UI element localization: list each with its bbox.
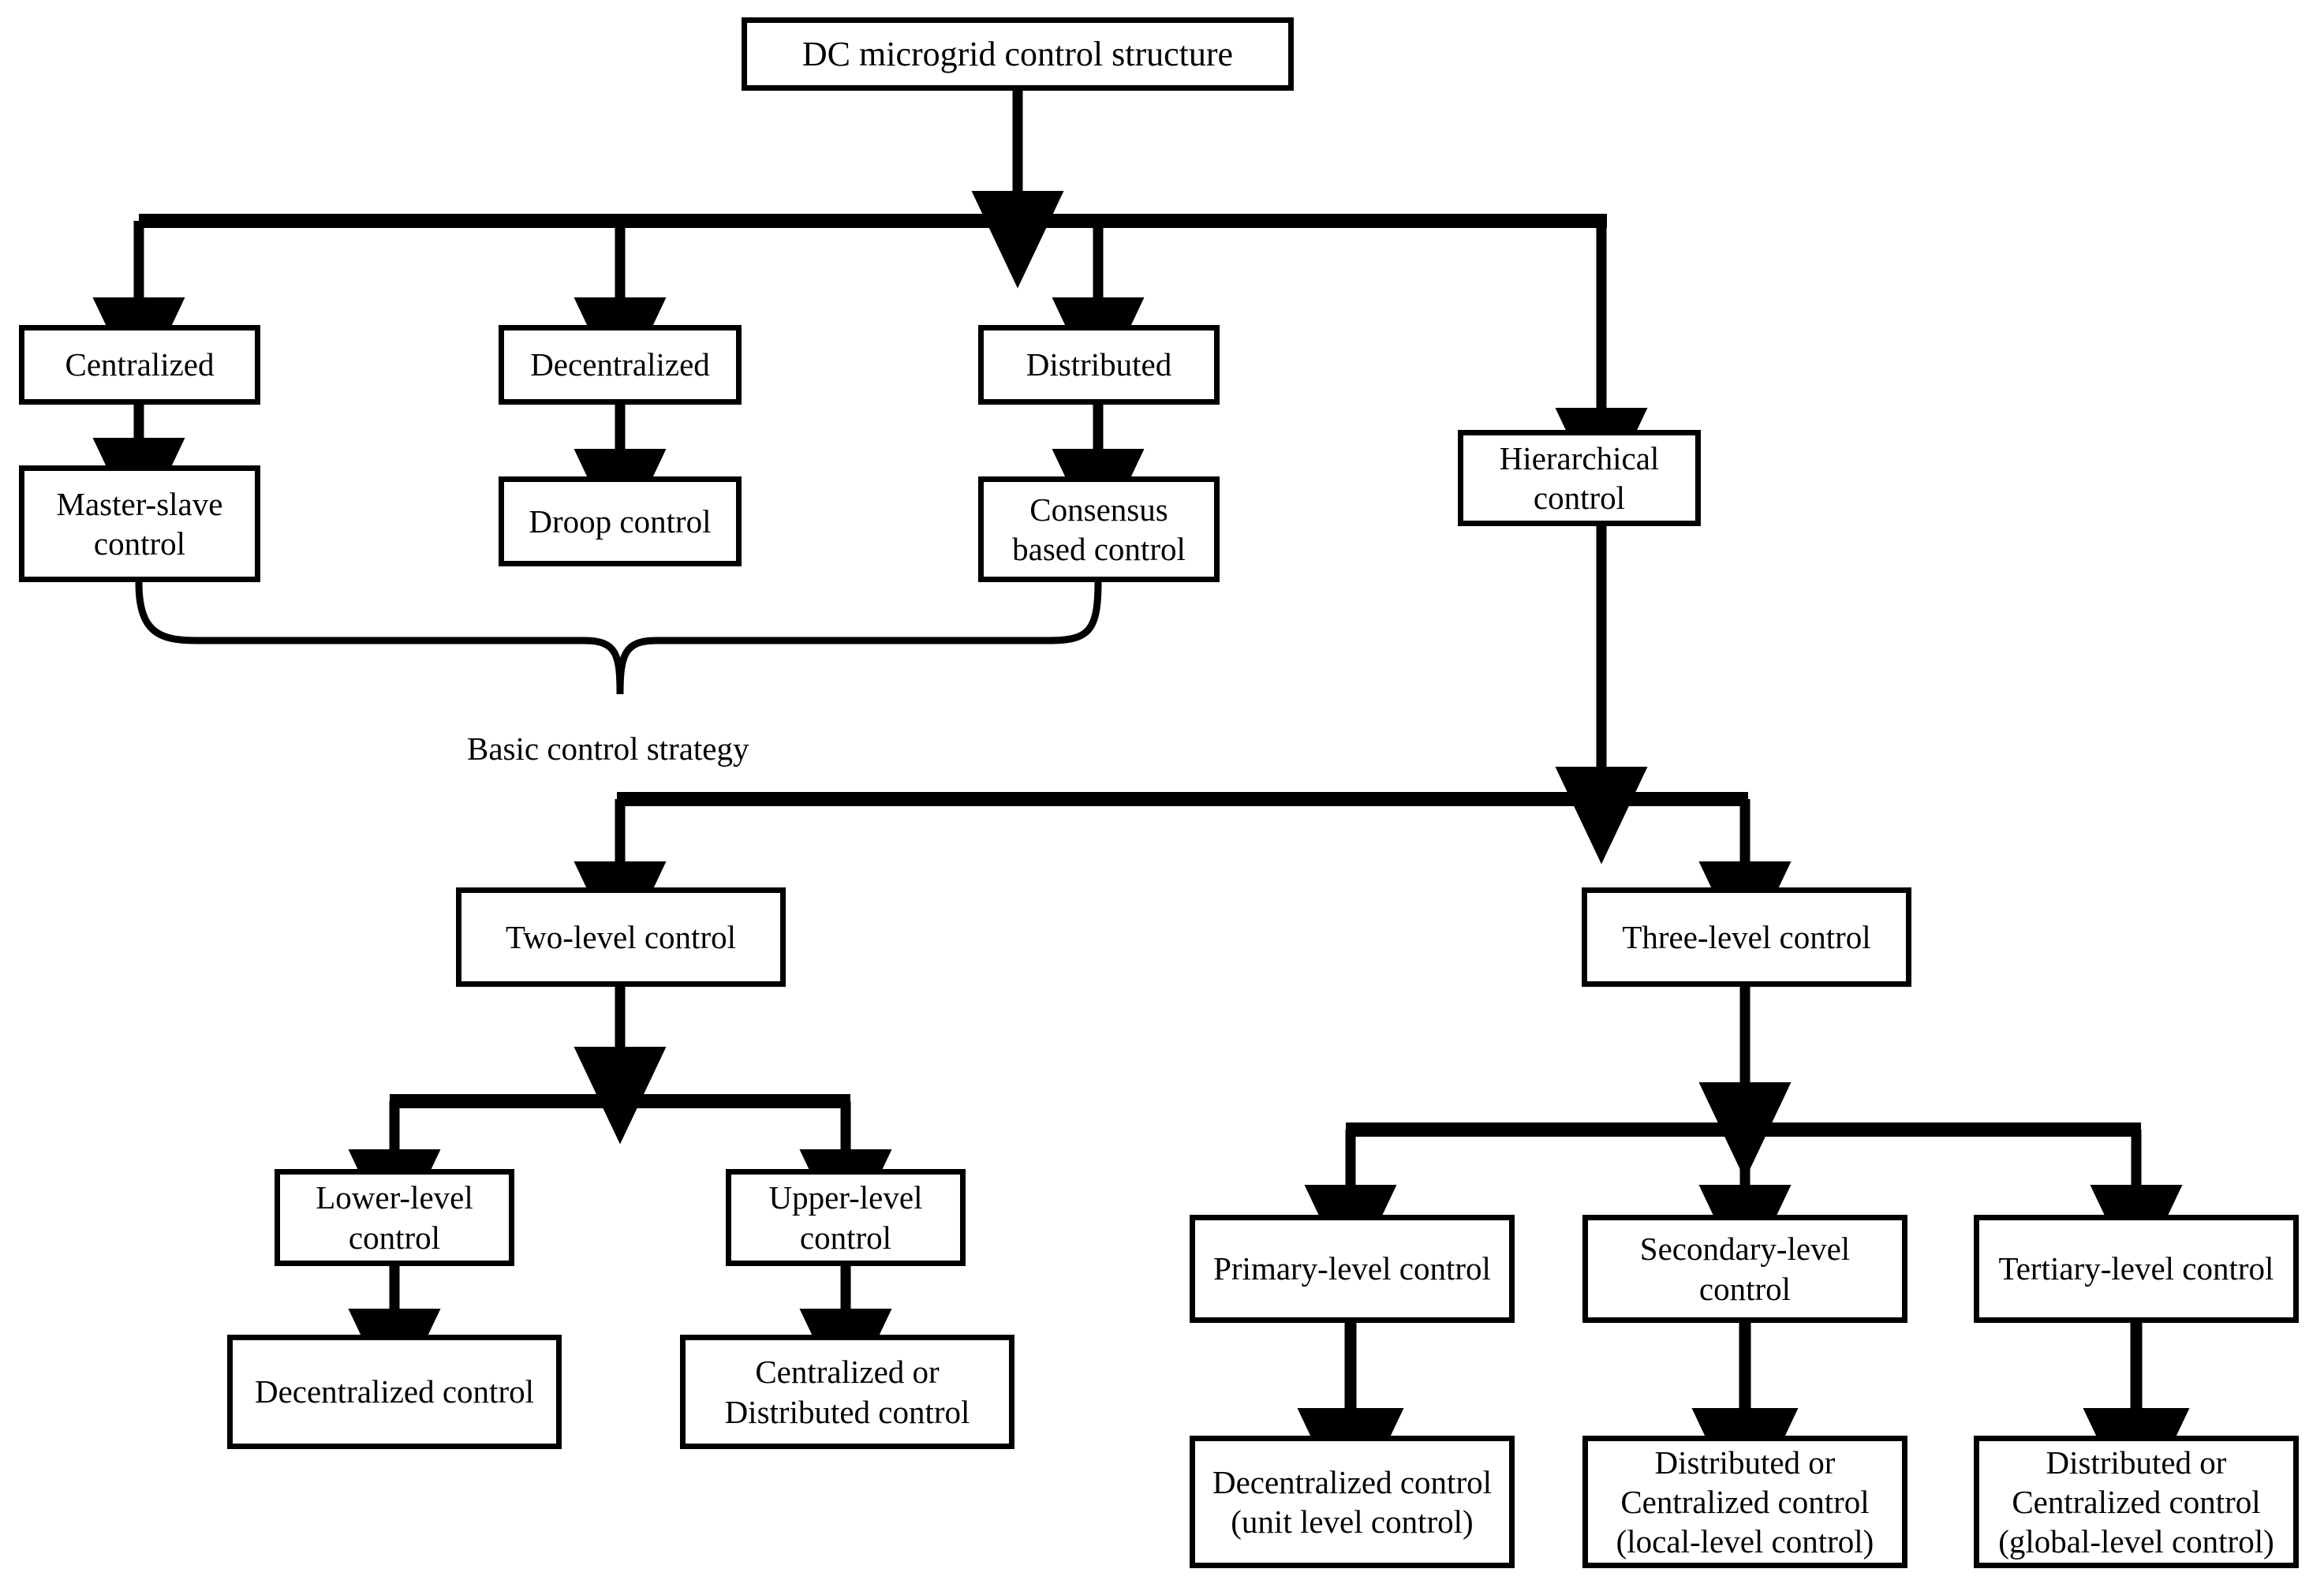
node-tertiary-child-control[interactable]: Distributed or Centralized control (glob… [1974,1436,2299,1568]
node-centralized-or-distributed-control-label: Centralized or Distributed control [724,1354,970,1430]
node-primary-level-control[interactable]: Primary-level control [1190,1215,1515,1323]
node-secondary-child-control[interactable]: Distributed or Centralized control (loca… [1582,1436,1907,1568]
node-centralized[interactable]: Centralized [19,325,260,405]
grouping-brace [135,578,1102,695]
node-hierarchical-control[interactable]: Hierarchical control [1458,430,1701,526]
node-lower-level-control[interactable]: Lower-level control [275,1169,514,1266]
node-centralized-label: Centralized [65,346,215,383]
node-centralized-or-distributed-control[interactable]: Centralized or Distributed control [680,1335,1014,1449]
node-decentralized-label: Decentralized [530,346,710,383]
node-tertiary-level-control-label: Tertiary-level control [1998,1250,2274,1287]
node-distributed-label: Distributed [1026,346,1172,383]
node-decentralized-control-label: Decentralized control [254,1373,534,1410]
node-tertiary-child-control-label: Distributed or Centralized control (glob… [1998,1444,2274,1560]
node-two-level-control[interactable]: Two-level control [456,887,786,987]
node-hierarchical-control-label: Hierarchical control [1499,439,1660,516]
node-consensus-based-control-label: Consensus based control [1012,491,1186,567]
node-consensus-based-control[interactable]: Consensus based control [978,476,1220,582]
node-secondary-level-control[interactable]: Secondary-level control [1582,1215,1907,1323]
brace-label-text: Basic control strategy [467,730,749,767]
node-decentralized[interactable]: Decentralized [499,325,742,405]
node-master-slave-control[interactable]: Master-slave control [19,465,260,582]
node-two-level-control-label: Two-level control [505,918,736,955]
node-droop-control[interactable]: Droop control [499,476,742,566]
node-three-level-control[interactable]: Three-level control [1582,887,1911,987]
node-root-label: DC microgrid control structure [801,34,1234,73]
node-tertiary-level-control[interactable]: Tertiary-level control [1974,1215,2299,1323]
node-primary-level-control-label: Primary-level control [1213,1250,1491,1287]
node-master-slave-control-label: Master-slave control [56,485,223,562]
node-lower-level-control-label: Lower-level control [316,1179,473,1256]
node-three-level-control-label: Three-level control [1622,918,1871,955]
node-secondary-child-control-label: Distributed or Centralized control (loca… [1616,1444,1874,1560]
node-decentralized-control[interactable]: Decentralized control [227,1335,562,1449]
brace-label-basic-control-strategy: Basic control strategy [467,730,749,768]
node-distributed[interactable]: Distributed [978,325,1220,405]
node-upper-level-control[interactable]: Upper-level control [726,1169,966,1266]
node-upper-level-control-label: Upper-level control [768,1179,923,1256]
node-droop-control-label: Droop control [529,502,712,540]
node-root[interactable]: DC microgrid control structure [742,17,1294,91]
node-primary-child-control-label: Decentralized control (unit level contro… [1212,1463,1492,1540]
node-secondary-level-control-label: Secondary-level control [1639,1231,1851,1307]
node-primary-child-control[interactable]: Decentralized control (unit level contro… [1190,1436,1515,1568]
